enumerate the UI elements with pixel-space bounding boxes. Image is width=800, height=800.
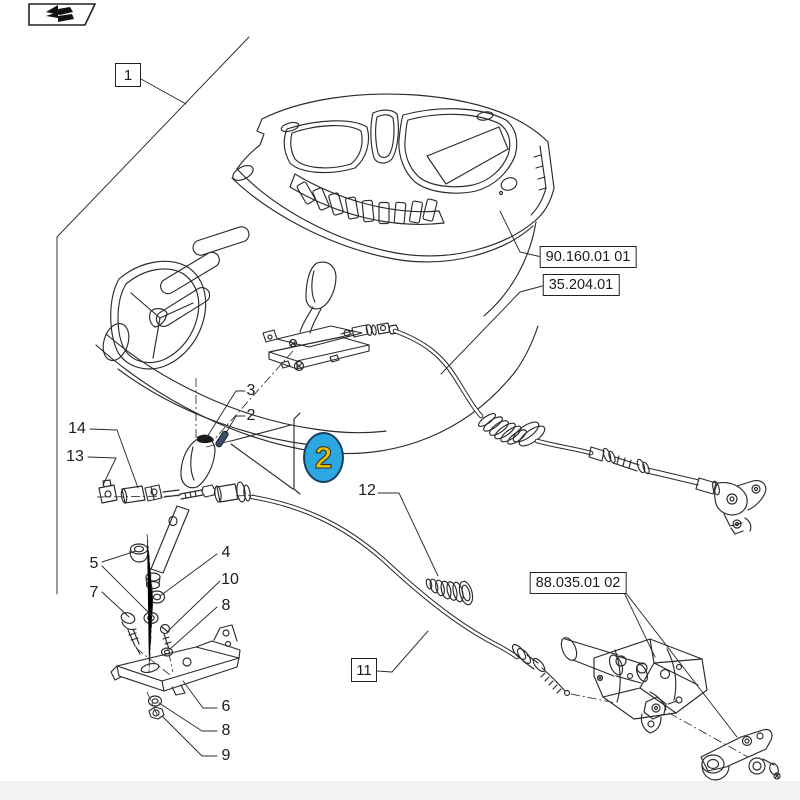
callout-2[interactable]: 2 (246, 407, 256, 424)
callout-7[interactable]: 7 (89, 584, 99, 601)
callout-5[interactable]: 5 (89, 555, 99, 572)
callout-4[interactable]: 4 (221, 544, 231, 561)
back-button[interactable] (22, 0, 102, 32)
footer-band (0, 781, 800, 800)
callout-14[interactable]: 14 (68, 420, 86, 437)
callout-9[interactable]: 9 (221, 747, 231, 764)
lower-control-cable (179, 481, 571, 697)
callout-13[interactable]: 13 (66, 448, 84, 465)
hand-lever-assembly (262, 261, 399, 372)
callout-12[interactable]: 12 (358, 482, 376, 499)
exploded-lever-parts (98, 412, 301, 720)
ref-box-cable[interactable]: 35.204.01 (542, 274, 620, 296)
ref-box-console[interactable]: 90.160.01 01 (539, 246, 637, 268)
fender-console-drawing (95, 93, 555, 455)
highlight-label: 2 (314, 439, 333, 475)
assembly-boundary-line (56, 36, 250, 595)
leader-lines (87, 210, 738, 757)
control-valve-assembly (560, 637, 708, 734)
valve-bracket (700, 728, 781, 781)
highlighted-pin-part-2 (215, 430, 229, 448)
upper-control-cable (392, 328, 767, 535)
centerlines (96, 350, 749, 758)
assembly-box-1[interactable]: 1 (115, 63, 141, 87)
callout-8-lower[interactable]: 8 (221, 722, 231, 739)
boot-part-12 (425, 578, 474, 606)
ref-box-valve[interactable]: 88.035.01 02 (529, 572, 627, 594)
highlight-oval-item-2[interactable]: 2 (303, 432, 344, 483)
callout-3[interactable]: 3 (246, 382, 256, 399)
callout-8-upper[interactable]: 8 (221, 597, 231, 614)
callout-6[interactable]: 6 (221, 698, 231, 715)
cable-box-11[interactable]: 11 (351, 658, 377, 682)
return-arrow-icon (46, 5, 74, 22)
callout-10[interactable]: 10 (221, 571, 239, 588)
